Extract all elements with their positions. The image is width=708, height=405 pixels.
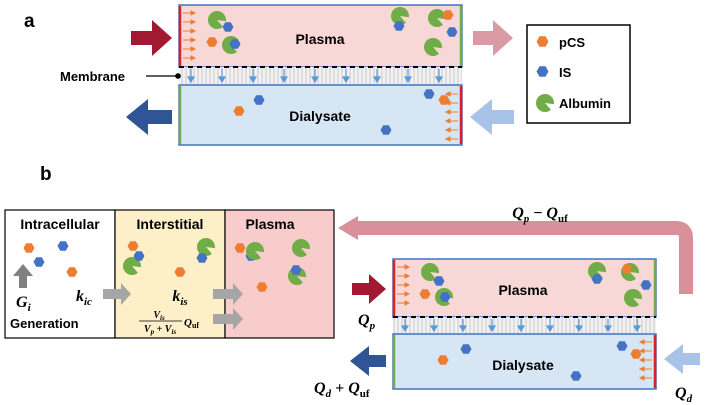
dialysate-inlet-small-arrows-a: [444, 91, 458, 142]
plasma-inlet-small-arrows-a: [183, 10, 197, 61]
plasma-outflow-arrow-faded: [473, 20, 513, 56]
panel-a-label: a: [24, 11, 35, 32]
plasma-inflow-arrow-b: [352, 274, 386, 304]
albumin-molecule: [424, 38, 448, 63]
plasma-label-a: Plasma: [295, 31, 344, 47]
membrane-label: Membrane: [60, 69, 125, 84]
plasma-compartment-model: [224, 209, 335, 339]
legend-label-is: IS: [559, 65, 572, 80]
kis-label: kis: [172, 288, 187, 308]
generation-arrow: [13, 264, 33, 288]
recirculation-flow: [356, 221, 693, 294]
intracellular-to-interstitial-arrow: [103, 283, 131, 305]
dialysate-inflow-arrow-faded: [470, 99, 514, 135]
membrane-flux-arrows-a: [186, 69, 444, 84]
dialysate-outflow-arrow-b: [350, 346, 386, 376]
albumin-molecule: [197, 238, 221, 263]
legend-label-pcs: pCS: [559, 35, 585, 50]
dialysate-outflow-arrow: [126, 99, 172, 135]
albumin-molecule: [391, 7, 415, 32]
albumin-molecule: [292, 239, 316, 264]
dialysate-label-a: Dialysate: [289, 108, 351, 124]
plasma-inflow-arrow: [131, 20, 172, 56]
recirculation-flow-label: Qp − Quf: [512, 205, 568, 225]
interstitial-label: Interstitial: [137, 216, 204, 232]
convective-fraction: Vis Vp + Vis Quf: [139, 310, 199, 336]
intracellular-label: Intracellular: [20, 216, 100, 232]
fraction-denominator: Vp + Vis: [144, 324, 176, 336]
convective-transfer-arrow: [213, 308, 243, 330]
albumin-molecule: [123, 257, 147, 282]
membrane-a: [179, 67, 462, 85]
plasma-inlet-small-arrows-b: [397, 264, 411, 306]
qd-label: Qd: [675, 385, 693, 405]
generation-rate-symbol: Gi: [16, 294, 32, 314]
dialysate-label-b: Dialysate: [492, 357, 554, 373]
dialysate-compartment-a: [178, 84, 463, 146]
fraction-ultrafiltration: Quf: [184, 317, 199, 330]
membrane-pointer-dot: [175, 73, 181, 79]
dialysate-inflow-arrow-b: [664, 344, 700, 374]
recirculation-arrowhead: [338, 216, 358, 240]
plasma-label-b: Plasma: [498, 282, 547, 298]
interstitial-to-plasma-arrow: [213, 283, 243, 305]
plasma-label-model: Plasma: [245, 216, 294, 232]
plasma-compartment-a: [178, 4, 463, 68]
albumin-molecule: [588, 262, 612, 287]
panel-b-label: b: [40, 164, 52, 185]
kic-label: kic: [76, 288, 92, 308]
legend-label-albumin: Albumin: [559, 96, 611, 111]
fraction-numerator: Vis: [153, 310, 165, 322]
albumin-molecule: [246, 242, 270, 267]
dialysate-inlet-small-arrows-b: [638, 339, 652, 381]
legend-swatch-albumin: [536, 94, 560, 119]
albumin-molecule: [624, 289, 648, 314]
dialysate-outflow-label: Qd + Quf: [314, 380, 370, 400]
generation-label: Generation: [10, 316, 79, 331]
qp-label: Qp: [358, 312, 376, 332]
dialysate-compartment-b: [392, 333, 657, 390]
membrane-flux-arrows-b: [400, 319, 642, 333]
